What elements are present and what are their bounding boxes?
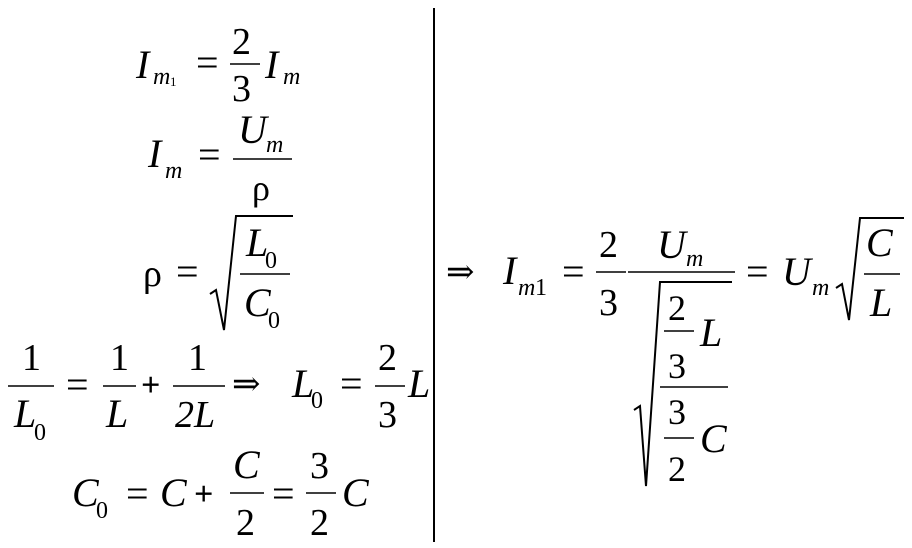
result-coef-denominator: 3 — [599, 282, 618, 324]
equation-2: I m = U m ρ — [147, 107, 292, 208]
eq1-rhs: I — [264, 42, 280, 87]
eq5-term2: C — [342, 470, 370, 515]
eq4-f3-numerator: 1 — [188, 337, 207, 379]
result-implies: ⇒ — [446, 254, 475, 291]
eq4-f4-numerator: 2 — [378, 337, 397, 379]
eq4-plus: + — [141, 367, 160, 404]
result-equals: = — [562, 249, 585, 294]
eq4-f4-denominator: 3 — [378, 394, 397, 436]
eq3-denominator-sub: 0 — [268, 308, 280, 334]
eq5-f1-denominator: 2 — [236, 502, 255, 544]
eq2-denominator: ρ — [252, 168, 270, 208]
result-sqrt-denominator: L — [869, 280, 892, 325]
eq4-f1-denominator: L — [13, 391, 36, 436]
eq1-lhs-sub: m — [153, 64, 170, 90]
result-U-sub: m — [686, 246, 703, 272]
eq1-lhs-sub-index: 1 — [170, 74, 177, 89]
eq4-rhs2: L — [407, 361, 430, 406]
eq3-lhs: ρ — [143, 253, 162, 295]
result-lhs: I — [502, 248, 518, 293]
eq5-f2-numerator: 3 — [310, 445, 329, 487]
eq5-term1: C — [160, 470, 188, 515]
eq4-f1-numerator: 1 — [22, 337, 41, 379]
eq4-lhs2: L — [291, 361, 314, 406]
eq5-plus: + — [194, 476, 213, 513]
result-U2: U — [782, 249, 814, 294]
result-coef-numerator: 2 — [599, 224, 618, 266]
result-U: U — [657, 222, 689, 267]
eq3-numerator: L — [245, 220, 268, 265]
eq4-equals: = — [66, 362, 89, 407]
eq3-numerator-sub: 0 — [265, 248, 277, 274]
result-lhs-sub-index: 1 — [535, 275, 547, 301]
eq5-lhs-sub: 0 — [96, 498, 108, 524]
result-equation: ⇒ I m 1 = 2 3 U m 2 3 L 3 2 C = U m C L — [446, 217, 904, 489]
eq4-implies: ⇒ — [232, 366, 261, 403]
equation-5: C 0 = C + C 2 = 3 2 C — [72, 442, 370, 544]
eq5-f1-numerator: C — [233, 442, 261, 487]
result-equals-2: = — [746, 249, 769, 294]
equation-3: ρ = L 0 C 0 — [143, 215, 293, 334]
eq3-sqrt-sign — [209, 215, 293, 331]
equation-1: I m 1 = 2 3 I m — [135, 21, 300, 110]
eq1-numerator: 2 — [232, 21, 251, 63]
result-inner-num-denominator: 3 — [668, 346, 686, 386]
eq1-rhs-sub: m — [283, 64, 300, 90]
equation-4: 1 L 0 = 1 L + 1 2L ⇒ L 0 = 2 3 L — [8, 337, 430, 446]
eq2-lhs-sub: m — [165, 158, 182, 184]
eq4-lhs2-sub: 0 — [311, 388, 323, 414]
eq5-lhs: C — [72, 470, 100, 515]
result-lhs-sub: m — [518, 275, 535, 301]
eq2-numerator: U — [238, 107, 270, 152]
result-small-sqrt-sign — [835, 217, 904, 321]
result-big-sqrt-sign — [633, 281, 732, 487]
eq5-equals: = — [126, 471, 149, 516]
result-U2-sub: m — [812, 275, 829, 301]
eq4-f1-denominator-sub: 0 — [34, 420, 46, 446]
result-inner-den-numerator: 3 — [668, 392, 686, 432]
eq1-lhs: I — [135, 42, 151, 87]
result-inner-num-var: L — [699, 310, 722, 355]
eq1-denominator: 3 — [232, 68, 251, 110]
eq4-f2-numerator: 1 — [110, 337, 129, 379]
eq3-denominator: C — [244, 280, 272, 325]
eq5-f2-denominator: 2 — [310, 502, 329, 544]
eq4-equals-2: = — [340, 361, 363, 406]
result-inner-den-var: C — [700, 416, 728, 461]
eq2-equals: = — [198, 132, 221, 177]
eq4-f3-denominator: 2L — [175, 394, 215, 436]
eq2-numerator-sub: m — [266, 132, 283, 158]
eq2-lhs: I — [147, 131, 163, 176]
eq1-equals: = — [196, 40, 219, 85]
eq3-equals: = — [176, 249, 199, 294]
result-sqrt-numerator: C — [866, 220, 894, 265]
eq5-equals-2: = — [272, 471, 295, 516]
result-inner-num-numerator: 2 — [668, 288, 686, 328]
result-inner-den-denominator: 2 — [668, 449, 686, 489]
eq4-f2-denominator: L — [105, 391, 128, 436]
